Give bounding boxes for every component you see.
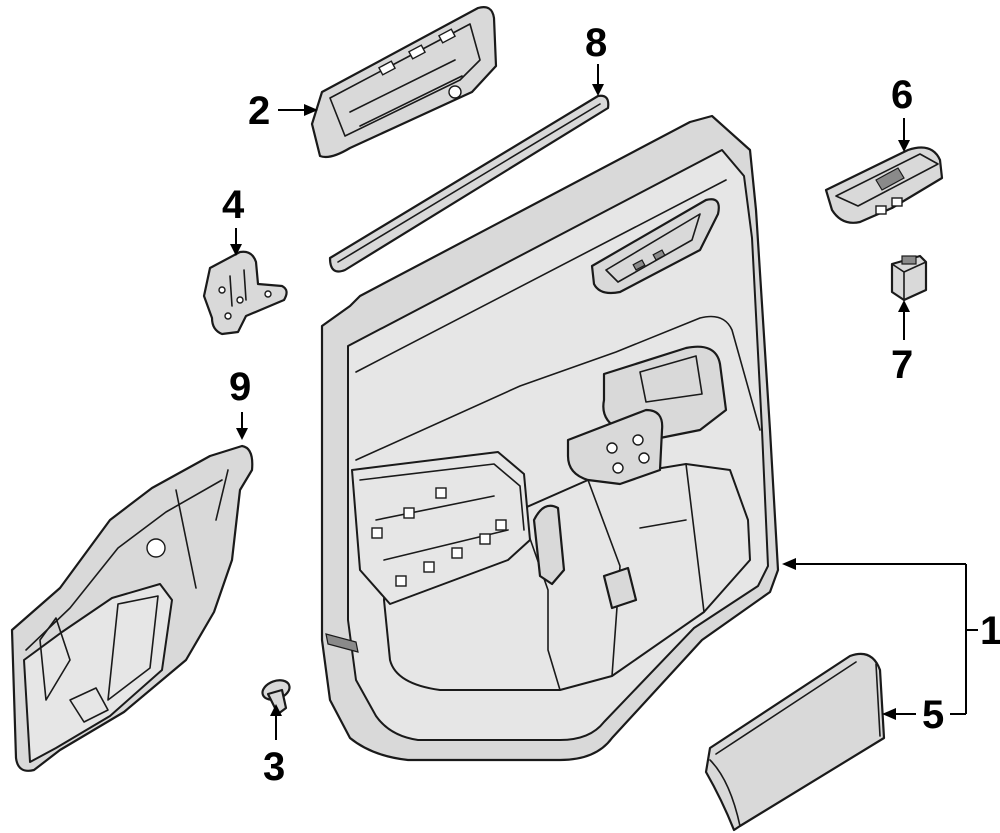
callout-2: 2 — [248, 89, 270, 133]
part-5-armrest-cover[interactable] — [704, 652, 886, 832]
leader-lines — [230, 64, 978, 740]
callout-7: 7 — [891, 343, 913, 387]
part-1-door-trim-panel[interactable] — [320, 114, 780, 762]
part-2-handle-bracket[interactable] — [310, 6, 498, 159]
part-7-switch[interactable] — [890, 254, 928, 302]
callout-5: 5 — [922, 693, 944, 737]
callout-8: 8 — [585, 21, 607, 65]
part-6-window-switch[interactable] — [824, 146, 944, 224]
callout-6: 6 — [891, 73, 913, 117]
callout-labels: 1 2 3 4 5 6 7 8 9 — [222, 21, 1000, 789]
callout-9: 9 — [229, 365, 251, 409]
callout-3: 3 — [263, 745, 285, 789]
callout-4: 4 — [222, 183, 245, 227]
part-8-belt-weatherstrip[interactable] — [328, 94, 610, 273]
part-3-push-clip[interactable] — [260, 677, 292, 716]
callout-1: 1 — [980, 609, 1000, 653]
part-4-bracket[interactable] — [202, 250, 288, 336]
part-9-water-deflector[interactable] — [10, 444, 254, 772]
